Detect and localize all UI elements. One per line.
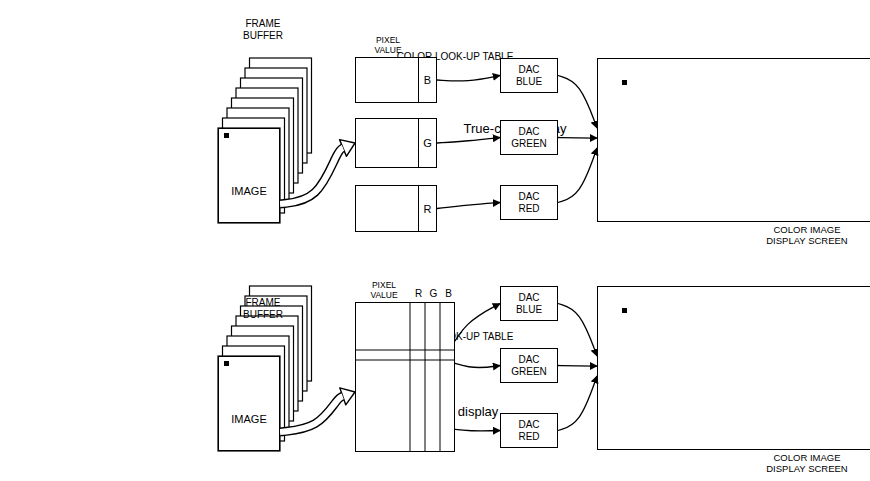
channel-letter: B: [418, 58, 436, 102]
signal-line: [558, 148, 597, 202]
dac-label: DAC BLUE: [508, 292, 550, 316]
signal-line: [437, 138, 500, 144]
hollow-arrow-fill: [280, 148, 343, 204]
dac-box: DAC RED: [500, 185, 558, 220]
column-header: PIXEL VALUE: [368, 35, 408, 55]
signal-arrow: [558, 148, 597, 202]
display-screen: COLOR IMAGE DISPLAY SCREEN: [597, 58, 870, 222]
pixel-dot: [224, 361, 229, 366]
dac-box: DAC BLUE: [500, 286, 558, 321]
column-header: G: [426, 288, 441, 300]
dac-box: DAC BLUE: [500, 58, 558, 93]
lookup-table-box: PIXEL VALUEB: [355, 57, 437, 103]
signal-line: [558, 137, 597, 139]
column-header: PIXEL VALUE: [365, 280, 403, 300]
signal-arrow: [558, 76, 597, 129]
column-header: B: [441, 288, 456, 300]
signal-line: [558, 304, 597, 357]
signal-arrow: [558, 376, 597, 430]
frame-sheet: [218, 128, 280, 223]
table-grid: [355, 302, 455, 452]
signal-line: [558, 365, 597, 367]
section-label: FRAME BUFFER: [235, 18, 291, 42]
column-header: R: [411, 288, 426, 300]
hollow-arrow-outline: [280, 148, 343, 204]
signal-arrow: [437, 138, 500, 144]
frame-sheet: [218, 356, 280, 451]
table-column-line: [439, 302, 440, 452]
channel-letter: G: [418, 119, 436, 167]
display-screen: COLOR IMAGE DISPLAY SCREEN: [597, 286, 870, 450]
data-flow-arrow: [280, 388, 355, 432]
dac-label: DAC GREEN: [508, 354, 550, 378]
dac-label: DAC RED: [508, 419, 550, 443]
dac-label: DAC RED: [508, 191, 550, 215]
lookup-table-box: G: [355, 118, 437, 168]
image-frame: IMAGE: [218, 356, 280, 451]
signal-line: [437, 203, 500, 209]
dac-box: DAC GREEN: [500, 120, 558, 155]
table-row-line: [355, 359, 455, 360]
signal-arrow: [437, 76, 500, 81]
panel-title: True-color display: [80, 121, 870, 136]
pixel-dot: [622, 80, 627, 85]
hollow-arrow-outline: [280, 396, 343, 432]
dac-box: DAC GREEN: [500, 348, 558, 383]
frame-stack: [218, 286, 627, 451]
signal-arrow: [558, 137, 597, 139]
signal-arrow: [437, 203, 500, 209]
screen-label: COLOR IMAGE DISPLAY SCREEN: [763, 224, 851, 246]
dac-label: DAC GREEN: [508, 126, 550, 150]
pixel-dot: [622, 308, 627, 313]
signal-line: [437, 76, 500, 81]
image-frame: IMAGE: [218, 128, 280, 223]
image-label: IMAGE: [219, 185, 279, 198]
table-column-line: [424, 302, 425, 452]
dac-box: DAC RED: [500, 413, 558, 448]
image-label: IMAGE: [219, 413, 279, 426]
pixel-dot: [224, 133, 229, 138]
table-column-line: [409, 302, 410, 452]
lookup-table-box: R: [355, 185, 437, 232]
signal-arrow: [558, 365, 597, 367]
signal-line: [558, 376, 597, 430]
data-flow-arrow: [280, 140, 355, 204]
table-row-line: [355, 349, 455, 350]
section-label: FRAME BUFFER: [235, 297, 291, 321]
dac-label: DAC BLUE: [508, 64, 550, 88]
signal-line: [558, 76, 597, 129]
lookup-table: PIXEL VALUERGB: [355, 302, 455, 452]
hollow-arrow-fill: [280, 396, 343, 432]
screen-label: COLOR IMAGE DISPLAY SCREEN: [763, 452, 851, 474]
channel-letter: R: [418, 186, 436, 231]
signal-arrow: [558, 304, 597, 357]
